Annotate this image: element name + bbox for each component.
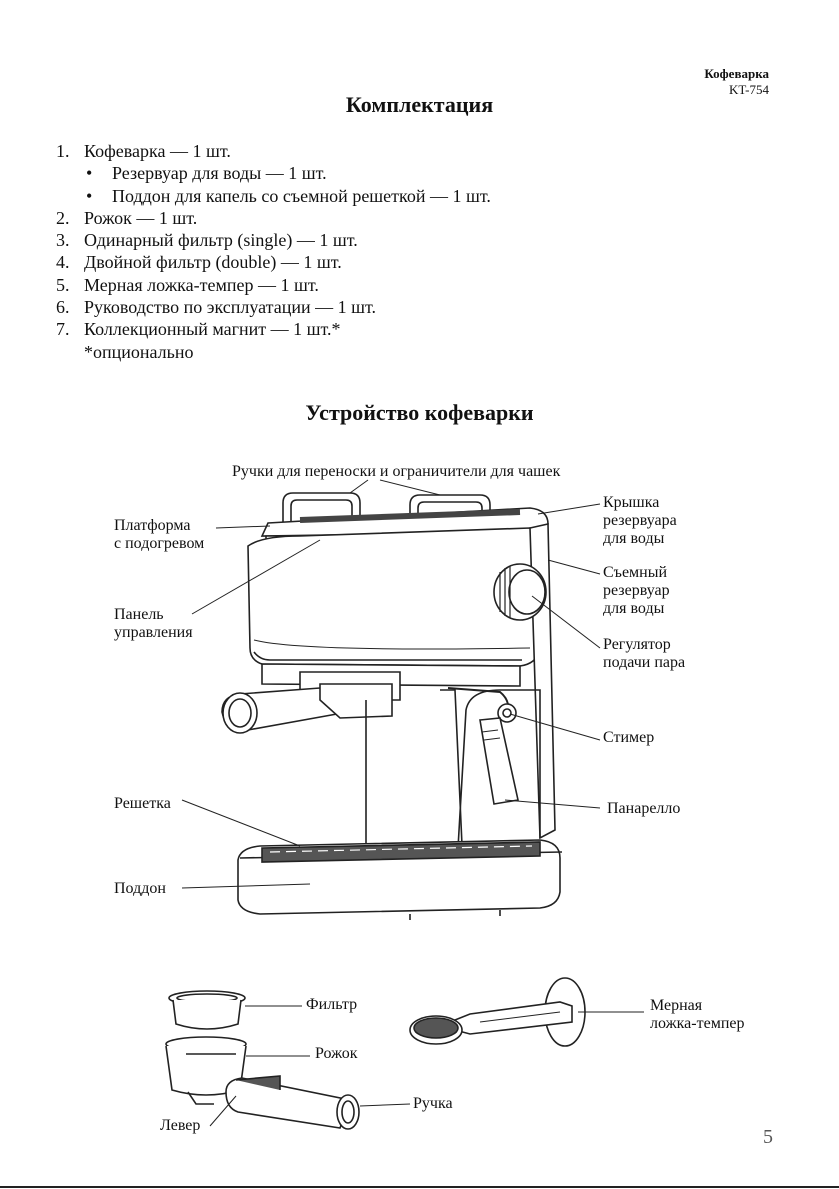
label-filter: Фильтр — [306, 996, 357, 1014]
label-carry-handles: Ручки для переноски и ограничители для ч… — [232, 463, 560, 481]
bottom-rule — [0, 1186, 839, 1188]
section-title-device: Устройство кофеварки — [0, 400, 839, 426]
label-tray: Поддон — [114, 880, 166, 898]
page-number: 5 — [763, 1126, 773, 1149]
panarello-icon — [480, 718, 518, 804]
label-lever: Левер — [160, 1117, 200, 1135]
portafilter-handle-icon — [226, 1076, 359, 1129]
label-handle: Ручка — [413, 1095, 453, 1113]
section-title-contents: Комплектация — [0, 92, 839, 118]
label-holder: Рожок — [315, 1045, 358, 1063]
label-grid: Решетка — [114, 795, 171, 813]
label-panarello: Панарелло — [607, 800, 680, 818]
measuring-scoop-icon — [410, 978, 585, 1046]
filter-basket-icon — [169, 991, 245, 1029]
header-brand: Кофеварка — [704, 66, 769, 82]
label-steamer: Стимер — [603, 729, 654, 747]
